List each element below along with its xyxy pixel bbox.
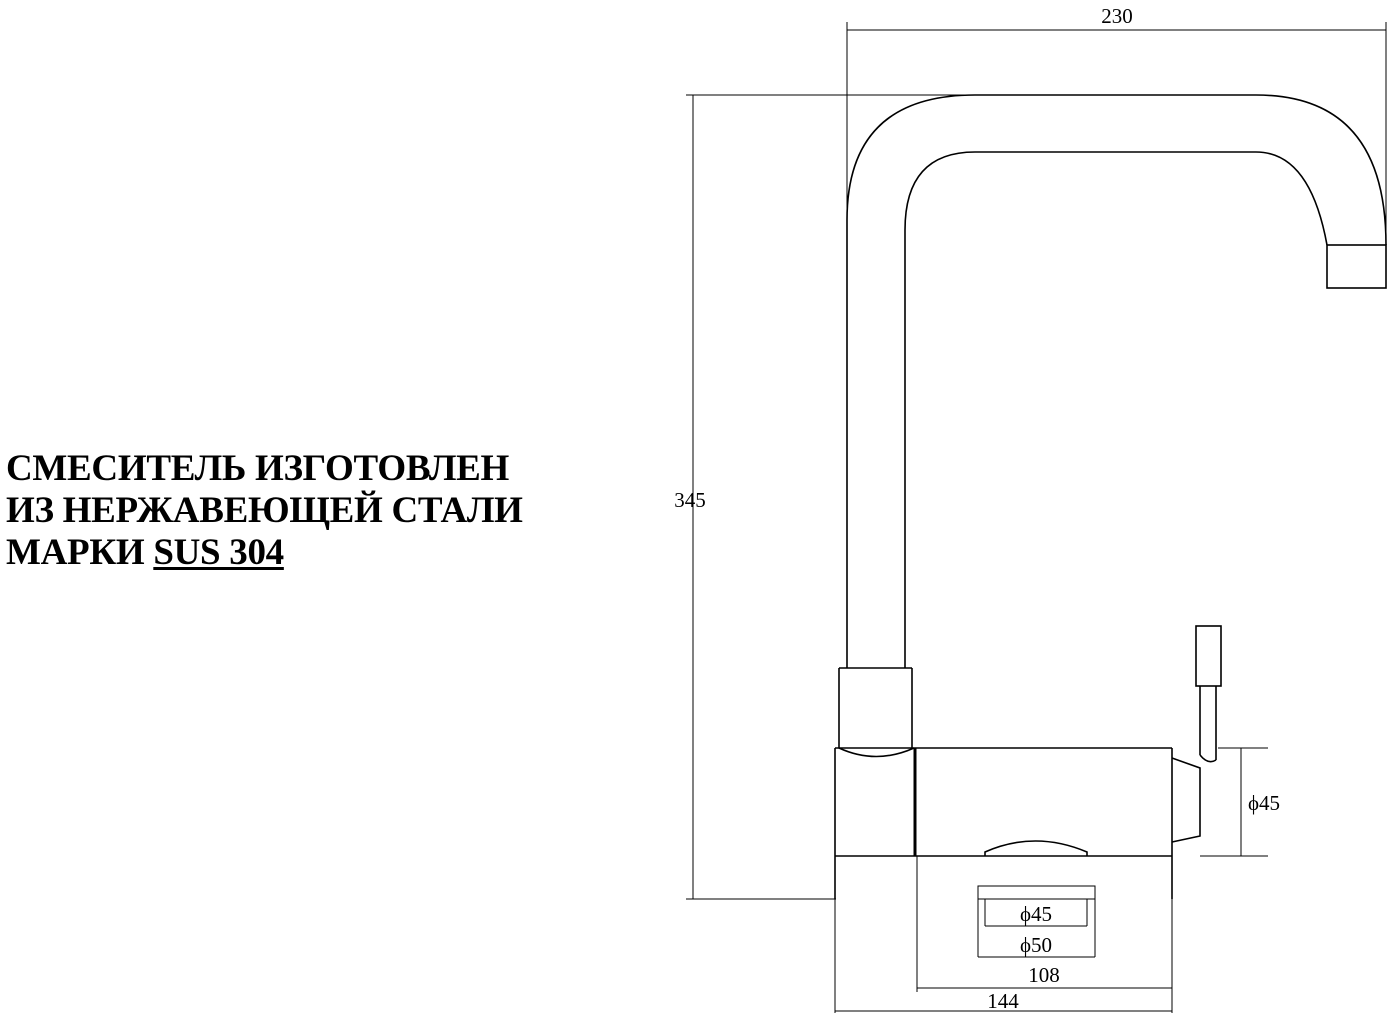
dimension-total-height: 345 [674, 94, 975, 900]
faucet-base [834, 840, 1173, 899]
dimension-base-diameters: ϕ45 ϕ50 [977, 885, 1096, 958]
dimension-label-base-outer: ϕ50 [1020, 933, 1052, 957]
dimension-body-length: 108 [916, 856, 1173, 1013]
dimension-label-108: 108 [1028, 963, 1060, 987]
faucet-body [834, 747, 1201, 857]
dimension-overall-length: 144 [834, 899, 1172, 1013]
faucet-spout [846, 94, 1387, 668]
caption-line-2: ИЗ НЕРЖАВЕЮЩЕЙ СТАЛИ [6, 490, 523, 531]
dimension-label-345: 345 [674, 488, 706, 512]
spout-collar [838, 667, 913, 748]
dimension-total-width: 230 [846, 4, 1387, 245]
caption-line-3: МАРКИ SUS 304 [6, 532, 523, 574]
lever-handle [1195, 625, 1222, 763]
dimension-label-body-diameter: ϕ45 [1248, 791, 1280, 815]
dimension-label-144: 144 [987, 989, 1019, 1013]
dimension-label-230: 230 [1101, 4, 1133, 28]
dimension-body-diameter: ϕ45 [1200, 747, 1280, 857]
caption-line-1: СМЕСИТЕЛЬ ИЗГОТОВЛЕН [6, 448, 509, 489]
material-caption: СМЕСИТЕЛЬ ИЗГОТОВЛЕН ИЗ НЕРЖАВЕЮЩЕЙ СТАЛ… [6, 448, 523, 574]
caption-line-3-prefix: МАРКИ [6, 532, 154, 573]
dimension-label-base-inner: ϕ45 [1020, 902, 1052, 926]
material-grade: SUS 304 [153, 532, 284, 573]
